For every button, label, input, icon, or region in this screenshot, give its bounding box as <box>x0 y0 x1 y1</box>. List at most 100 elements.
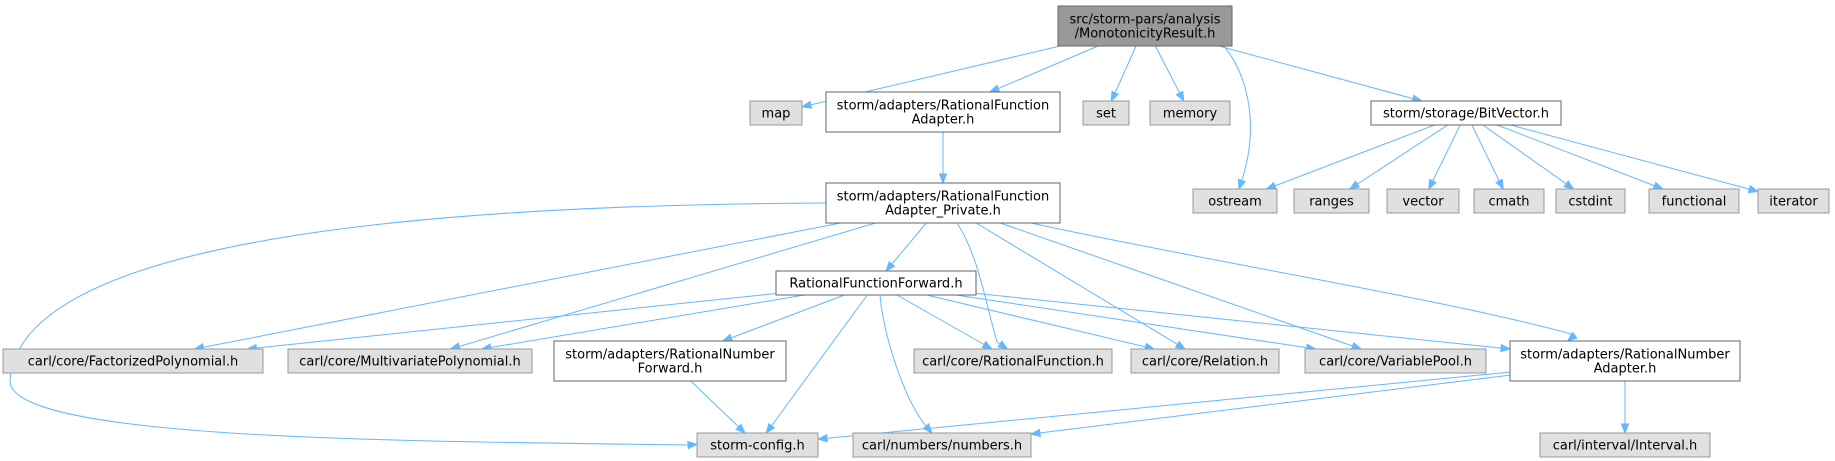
node-relation: carl/core/Relation.h <box>1130 348 1280 374</box>
edge-rff-to-rnf <box>721 294 845 342</box>
edge-rfa-to-rfap <box>938 131 948 185</box>
node-box <box>749 100 803 126</box>
node-box <box>1293 188 1370 214</box>
node-label: src/storm-pars/analysis <box>1069 13 1220 28</box>
edge-bitvector-to-ranges <box>1348 124 1448 190</box>
node-label: functional <box>1662 195 1727 210</box>
node-box <box>852 432 1032 458</box>
node-label: iterator <box>1769 195 1818 210</box>
edge-rff-to-stormconfig <box>765 294 868 435</box>
node-label: Adapter.h <box>912 113 975 128</box>
node-label: storm/adapters/RationalFunction <box>837 190 1050 205</box>
node-box <box>2 348 264 374</box>
node-label: set <box>1096 107 1116 122</box>
node-label: /MonotonicityResult.h <box>1075 27 1216 42</box>
edge-rfap-to-rff <box>885 222 927 273</box>
edge-rff-to-relation <box>926 294 1156 351</box>
node-box <box>1057 5 1233 47</box>
node-box <box>1539 432 1711 458</box>
edge-bitvector-to-ostream <box>1265 124 1435 190</box>
edge-bitvector-to-functional <box>1496 124 1665 190</box>
node-label: memory <box>1163 107 1218 122</box>
node-box <box>1473 188 1545 214</box>
edge-rfap-to-stormconfig <box>9 202 827 450</box>
edge-bitvector-to-cmath <box>1471 124 1504 191</box>
node-box <box>553 340 787 382</box>
node-multipoly: carl/core/MultivariatePolynomial.h <box>287 348 533 374</box>
node-box <box>1370 100 1562 126</box>
node-label: carl/core/Relation.h <box>1142 355 1268 370</box>
node-cmath: cmath <box>1473 188 1545 214</box>
node-label: carl/numbers/numbers.h <box>862 439 1022 454</box>
node-label: Forward.h <box>638 362 703 377</box>
node-memory: memory <box>1149 100 1231 126</box>
edge-root-to-memory <box>1154 45 1185 103</box>
edge-rna-to-stormconfig <box>816 371 1511 443</box>
edge-rfap-to-multipoly <box>449 222 876 351</box>
node-label: carl/core/VariablePool.h <box>1319 355 1472 370</box>
node-label: carl/core/RationalFunction.h <box>922 355 1104 370</box>
edge-root-to-set <box>1110 45 1137 103</box>
edges-layer <box>9 37 1760 450</box>
node-set: set <box>1082 100 1130 126</box>
node-label: storm-config.h <box>710 439 804 454</box>
node-stormconfig: storm-config.h <box>696 432 819 458</box>
edge-rfap-to-relation <box>975 222 1187 350</box>
node-box <box>825 91 1061 133</box>
edge-bitvector-to-cstdint <box>1482 124 1575 190</box>
node-iterator: iterator <box>1757 188 1830 214</box>
node-label: cmath <box>1488 195 1529 210</box>
node-numbers: carl/numbers/numbers.h <box>852 432 1032 458</box>
edge-rff-to-ratfunc <box>896 294 994 350</box>
node-label: Adapter.h <box>1594 362 1657 377</box>
node-box <box>1192 188 1278 214</box>
node-map: map <box>749 100 803 126</box>
edge-root-to-bitvector <box>1218 45 1424 103</box>
node-varpool: carl/core/VariablePool.h <box>1304 348 1487 374</box>
node-label: Adapter_Private.h <box>885 204 1001 219</box>
edge-rnf-to-stormconfig <box>690 380 746 434</box>
node-box <box>1304 348 1487 374</box>
node-bitvector[interactable]: storm/storage/BitVector.h <box>1370 100 1562 126</box>
node-rfap[interactable]: storm/adapters/RationalFunctionAdapter_P… <box>825 182 1061 224</box>
edge-rfap-to-factpoly <box>193 222 841 352</box>
node-label: storm/adapters/RationalNumber <box>1520 348 1730 363</box>
node-label: cstdint <box>1568 195 1612 210</box>
node-label: vector <box>1402 195 1444 210</box>
node-ratfunc: carl/core/RationalFunction.h <box>913 348 1113 374</box>
node-factpoly: carl/core/FactorizedPolynomial.h <box>2 348 264 374</box>
node-root[interactable]: src/storm-pars/analysis/MonotonicityResu… <box>1057 5 1233 47</box>
node-label: ranges <box>1309 195 1354 210</box>
edge-root-to-ostream <box>1215 37 1251 191</box>
node-box <box>1130 348 1280 374</box>
node-box <box>1386 188 1460 214</box>
edge-bitvector-to-vector <box>1428 124 1461 191</box>
node-box <box>1757 188 1830 214</box>
node-vector: vector <box>1386 188 1460 214</box>
edge-rna-to-interval <box>1620 381 1630 435</box>
node-label: carl/core/FactorizedPolynomial.h <box>28 355 239 370</box>
node-label: storm/adapters/RationalFunction <box>837 99 1050 114</box>
edge-rfap-to-ratfunc <box>956 222 1009 350</box>
node-box <box>1555 188 1626 214</box>
node-rff[interactable]: RationalFunctionForward.h <box>775 270 977 296</box>
edge-rna-to-numbers <box>1029 374 1511 438</box>
node-interval: carl/interval/Interval.h <box>1539 432 1711 458</box>
node-label: RationalFunctionForward.h <box>789 277 962 292</box>
node-box <box>1149 100 1231 126</box>
node-functional: functional <box>1648 188 1740 214</box>
node-box <box>696 432 819 458</box>
node-label: carl/core/MultivariatePolynomial.h <box>299 355 521 370</box>
node-label: storm/adapters/RationalNumber <box>565 348 775 363</box>
nodes-layer: src/storm-pars/analysis/MonotonicityResu… <box>2 5 1830 458</box>
node-label: storm/storage/BitVector.h <box>1383 107 1549 122</box>
edge-rff-to-rna <box>975 292 1512 353</box>
edge-bitvector-to-iterator <box>1510 124 1760 194</box>
edge-rfap-to-rna <box>1030 222 1578 342</box>
node-box <box>1509 340 1741 382</box>
node-box <box>775 270 977 296</box>
